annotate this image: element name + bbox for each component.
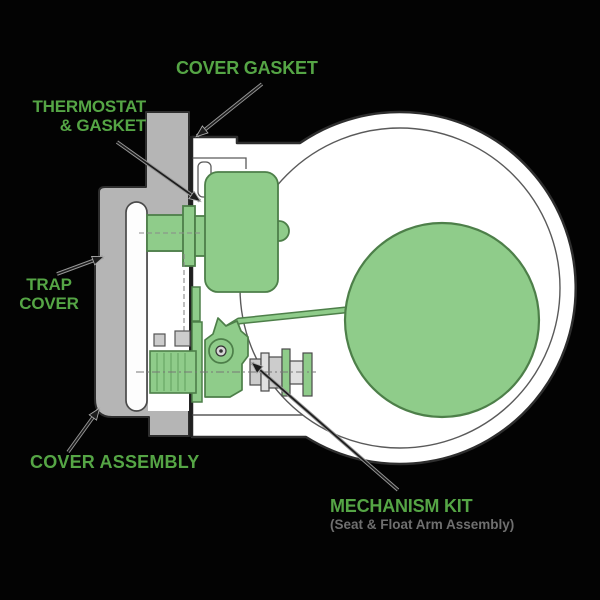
annotation-arrows — [56, 82, 400, 492]
mechanism-kit-arrow — [252, 363, 400, 492]
mechanism-kit — [136, 286, 349, 403]
label-mechanism-subtitle: (Seat & Float Arm Assembly) — [330, 517, 515, 533]
cover-slot — [125, 201, 148, 412]
cover-assembly-arrow — [66, 409, 101, 454]
label-thermostat-line1: THERMOSTAT — [32, 97, 146, 116]
label-trap-cover: TRAP COVER — [16, 275, 82, 313]
label-trap-line1: TRAP — [26, 275, 72, 294]
thermostat-gasket-flange — [182, 205, 196, 267]
mechanism-bolt — [174, 330, 191, 347]
float-ball — [343, 221, 541, 419]
thermostat-gasket-arrow — [115, 140, 200, 203]
body-top-interior-line — [192, 157, 247, 169]
label-mechanism-title: MECHANISM KIT — [330, 496, 473, 516]
label-cover-gasket: COVER GASKET — [176, 58, 318, 78]
label-mechanism-kit: MECHANISM KIT (Seat & Float Arm Assembly… — [330, 496, 514, 532]
label-thermostat-line2: & GASKET — [59, 116, 146, 136]
label-cover-assembly: COVER ASSEMBLY — [30, 452, 200, 472]
seat-flange-upper — [191, 286, 201, 322]
pivot-center — [219, 349, 223, 353]
thermostat-body — [204, 171, 279, 293]
label-trap-line2: COVER — [19, 294, 79, 314]
trap-cover-arrow — [56, 255, 103, 276]
cover-gasket-arrow — [197, 82, 264, 138]
label-thermostat-gasket: THERMOSTAT & GASKET — [18, 97, 146, 135]
thermostat-assembly — [146, 171, 290, 293]
mechanism-nut — [153, 333, 166, 347]
